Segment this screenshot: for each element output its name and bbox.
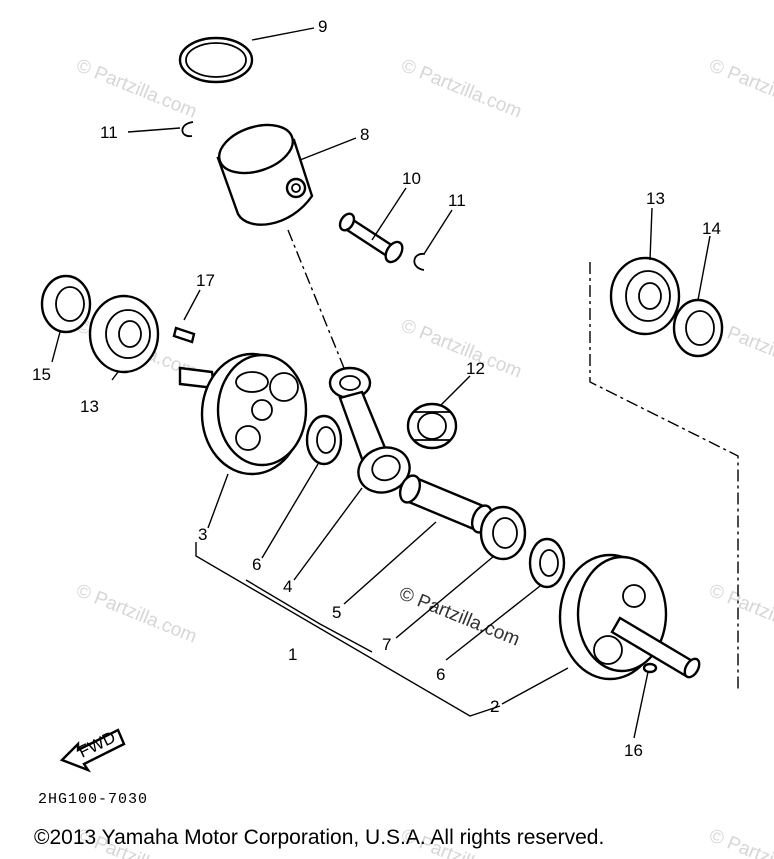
circlip-part (181, 121, 194, 137)
bearing-part (88, 294, 160, 374)
callouts: 9 11 8 10 11 17 13 14 15 13 12 3 6 4 5 1… (32, 17, 721, 760)
callout-number: 8 (360, 125, 369, 144)
watermarks: © Partzilla.com © Partzilla.com © Partzi… (73, 55, 774, 859)
watermark: © Partzilla.com (398, 315, 525, 382)
watermark-center: © Partzilla.com (396, 583, 523, 650)
callout-number: 4 (283, 577, 292, 596)
woodruff-key-part (642, 662, 658, 674)
callout-number: 6 (436, 665, 445, 684)
watermark: © Partzilla.com (398, 55, 525, 122)
callout-number: 16 (624, 741, 643, 760)
small-end-bearing-part (406, 402, 458, 450)
leader-lines (51, 27, 711, 739)
callout-number: 10 (402, 169, 421, 188)
piston-ring-part (178, 36, 254, 84)
callout-number: 11 (100, 123, 118, 142)
bearing-part (609, 256, 681, 336)
callout-number: 9 (318, 17, 327, 36)
callout-number: 3 (198, 525, 207, 544)
drawing-code: 2HG100-7030 (38, 791, 149, 808)
washer-part (528, 537, 566, 589)
callout-number: 12 (466, 359, 485, 378)
crank-left-part (178, 352, 308, 476)
callout-number: 6 (252, 555, 261, 574)
callout-number: 13 (646, 189, 665, 208)
piston-part (216, 123, 314, 226)
watermark: © Partzilla.com (706, 825, 774, 859)
woodruff-key-part (172, 326, 196, 344)
callout-number: 13 (80, 397, 99, 416)
washer-part (305, 414, 343, 466)
callout-number: 14 (702, 219, 721, 238)
crank-pin-part (398, 474, 494, 534)
watermark: © Partzilla.com (706, 55, 774, 122)
oil-seal-part (40, 274, 92, 334)
watermark: © Partzilla.com (706, 580, 774, 647)
watermark: © Partzilla.com (73, 580, 200, 647)
callout-number: 2 (490, 697, 499, 716)
callout-number: 15 (32, 365, 51, 384)
callout-number: 17 (196, 271, 215, 290)
callout-number: 1 (288, 645, 297, 664)
piston-pin-part (338, 212, 404, 264)
crank-right-part (558, 553, 701, 681)
connecting-rod-part (328, 366, 411, 494)
copyright-notice: ©2013 Yamaha Motor Corporation, U.S.A. A… (34, 826, 605, 849)
callout-number: 11 (448, 191, 466, 210)
big-end-bearing-part (479, 505, 527, 561)
fwd-arrow: FWD (59, 728, 126, 773)
oil-seal-part (672, 298, 724, 358)
circlip-part (413, 253, 426, 271)
callout-number: 5 (332, 603, 341, 622)
callout-number: 7 (382, 635, 391, 654)
assembly-lines (287, 229, 739, 690)
